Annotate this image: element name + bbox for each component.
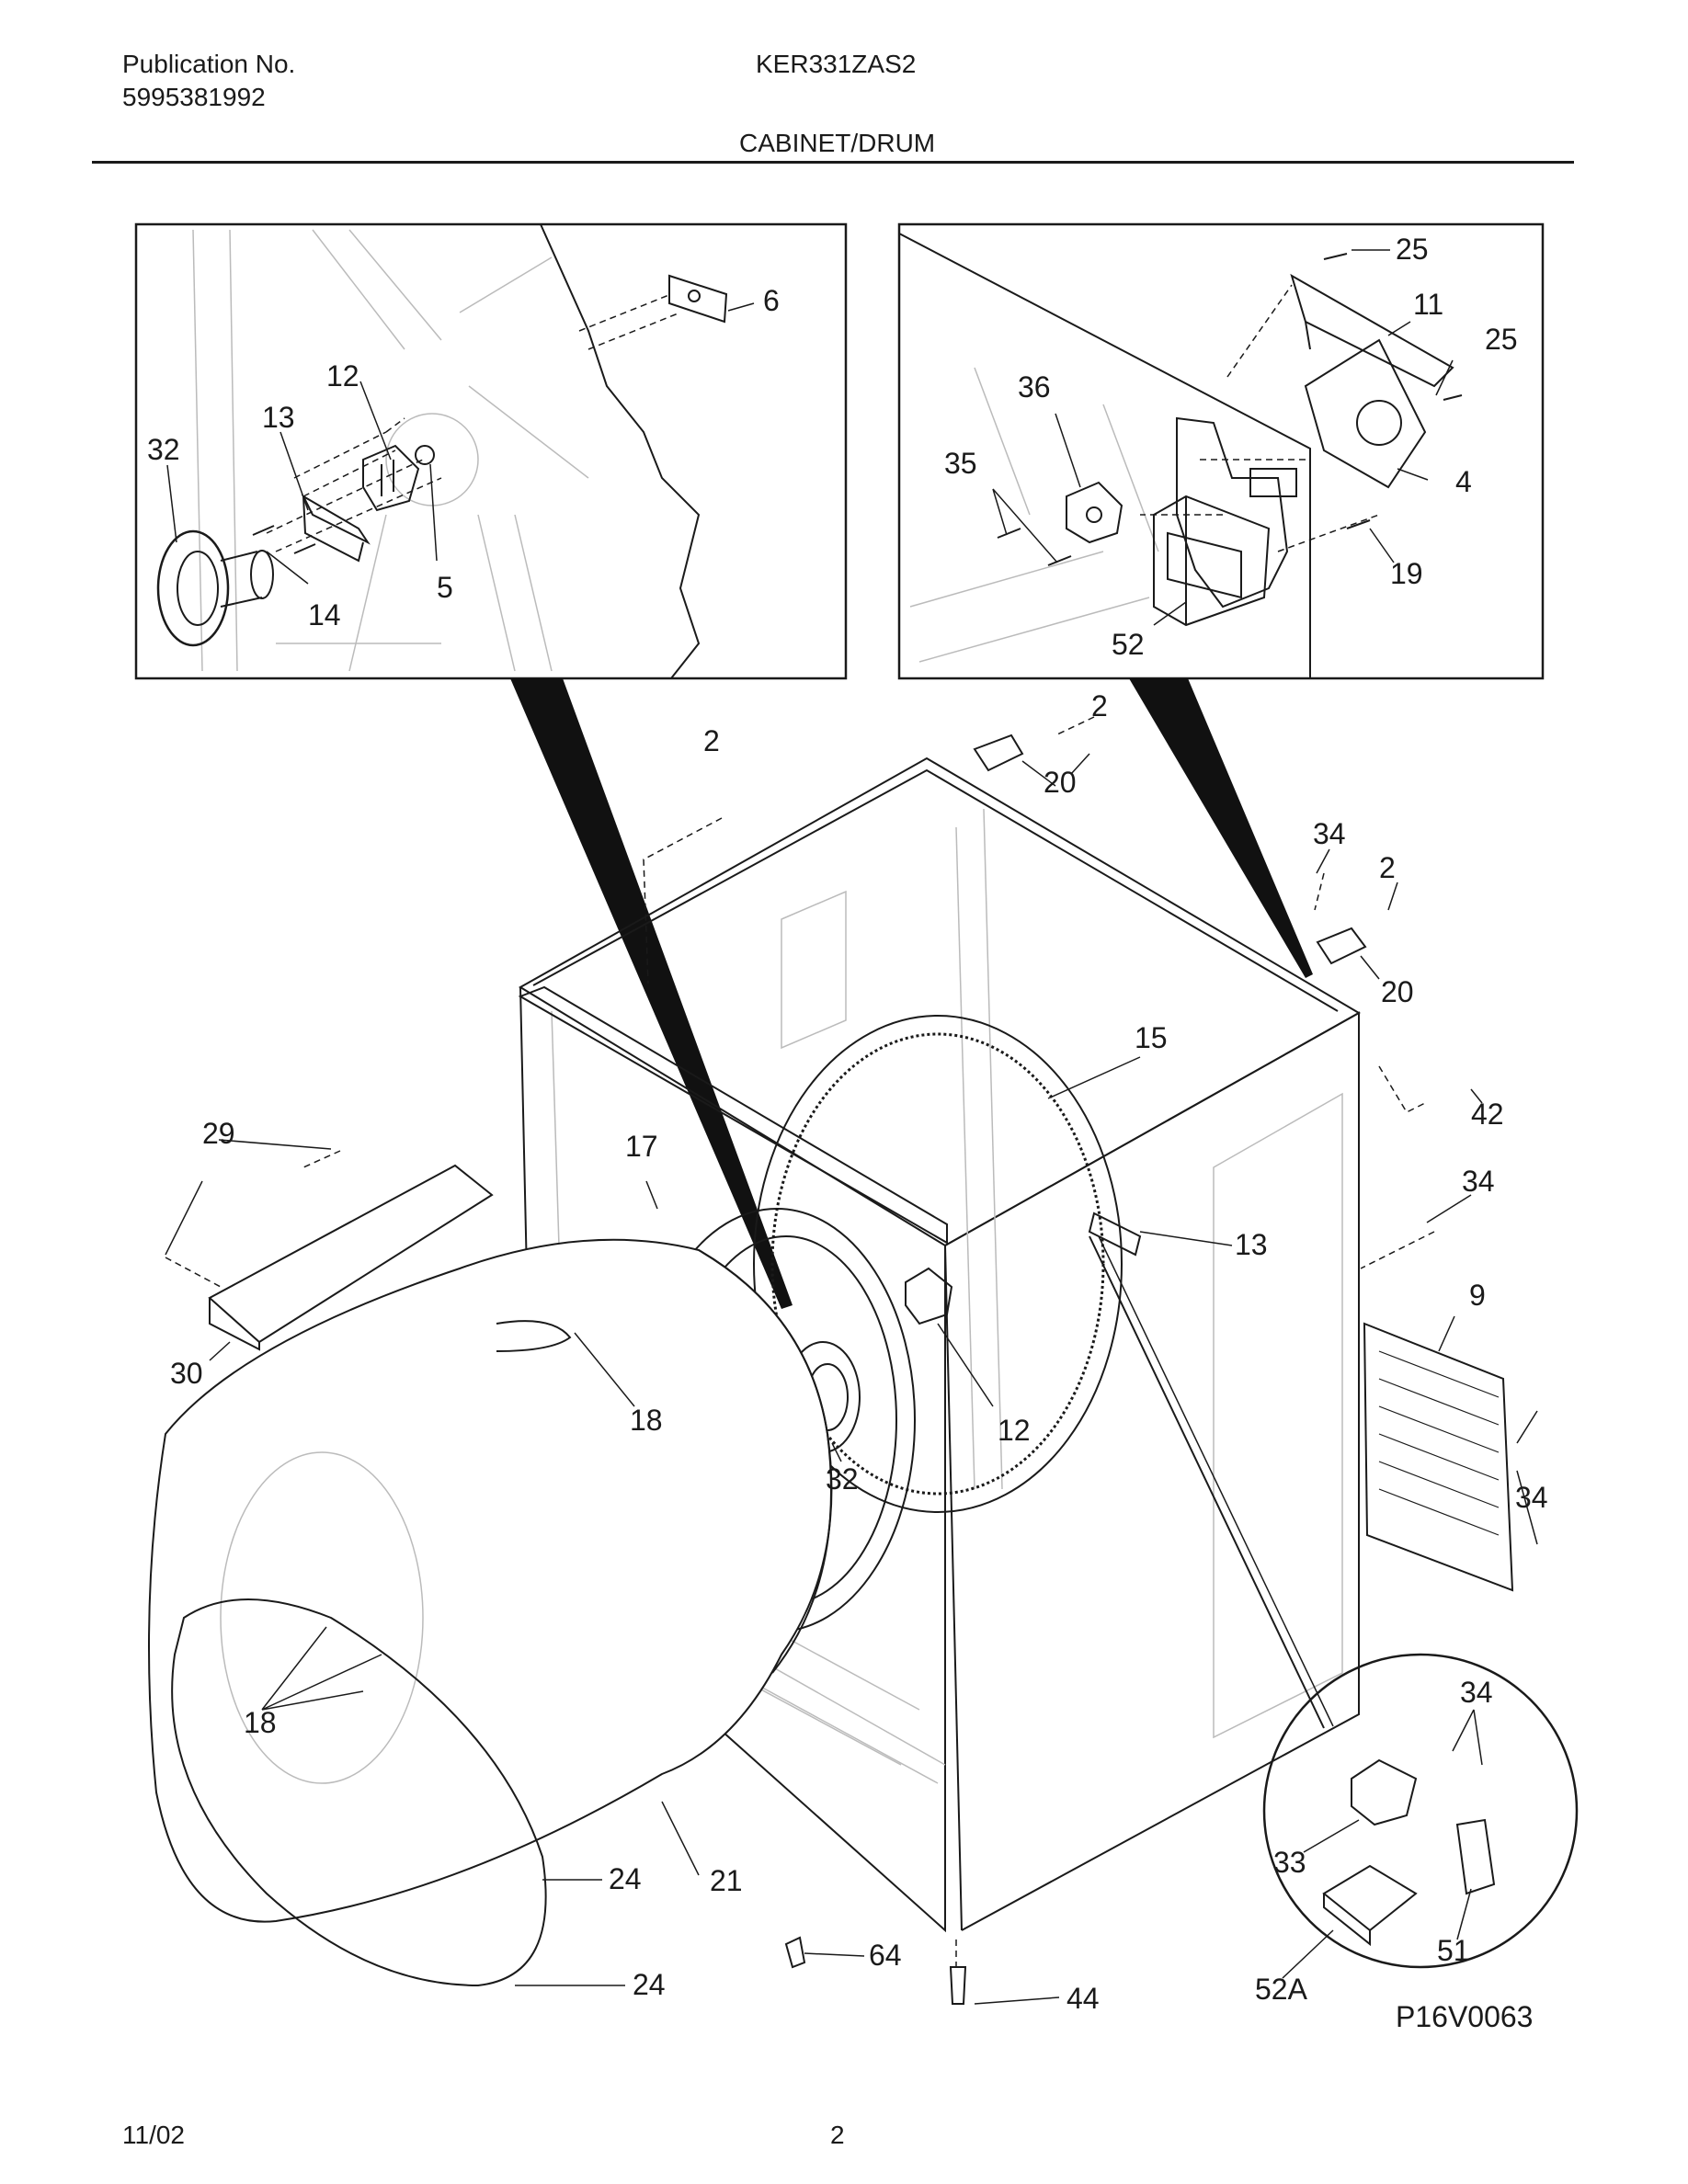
callout-12: 12 [326,359,359,392]
callout-25b: 25 [1485,323,1518,356]
cabinet-assembly [148,716,1579,2005]
callout-21: 21 [710,1864,743,1897]
callout-19: 19 [1390,557,1423,590]
callout-4: 4 [1455,465,1472,498]
model-number: KER331ZAS2 [756,50,917,78]
callout-34d: 34 [1460,1676,1493,1709]
callout-51: 51 [1437,1934,1470,1967]
callout-24b: 24 [633,1968,666,2001]
callout-52A: 52A [1255,1973,1308,2006]
callout-15: 15 [1135,1021,1168,1054]
callout-20b: 20 [1381,975,1414,1008]
footer-date: 11/02 [122,2121,185,2149]
magnifier-wedge-left [510,678,793,1309]
callout-18: 18 [630,1404,663,1437]
callout-20: 20 [1044,766,1077,799]
callout-34b: 34 [1462,1165,1495,1198]
callout-64: 64 [869,1939,902,1972]
callout-11: 11 [1413,288,1443,321]
figure-code: P16V0063 [1396,2000,1533,2033]
header-rule [92,161,1574,164]
callout-42: 42 [1471,1098,1504,1131]
callout-24: 24 [609,1862,642,1895]
inset-thermostat-bracket [897,222,1545,680]
callout-6: 6 [763,284,780,317]
callout-32: 32 [147,433,180,466]
callout-34c: 34 [1515,1481,1548,1514]
section-title: CABINET/DRUM [739,129,936,157]
publication-label: Publication No. [122,50,296,78]
callout-leaders [165,249,1538,2005]
callout-labels: 6 12 13 32 14 5 25 11 25 36 35 4 19 52 2… [147,233,1548,2033]
callout-30: 30 [170,1357,203,1390]
callout-52: 52 [1112,628,1145,661]
publication-number: 5995381992 [122,83,266,111]
callout-2c: 2 [1379,851,1396,884]
callout-35: 35 [944,447,977,480]
callout-13b: 13 [1235,1228,1268,1261]
callout-9: 9 [1469,1279,1486,1312]
callout-18b: 18 [244,1706,277,1739]
callout-14: 14 [308,598,341,631]
callout-33: 33 [1273,1846,1306,1879]
magnifier-wedge-right [1129,678,1313,978]
inset-drum-bearing [134,222,848,680]
callout-13: 13 [262,401,295,434]
callout-44: 44 [1066,1982,1100,2015]
callout-34: 34 [1313,817,1346,850]
callout-2b: 2 [703,724,720,757]
callout-36: 36 [1018,370,1051,404]
callout-2: 2 [1091,689,1108,722]
page-number: 2 [830,2121,845,2149]
callout-25: 25 [1396,233,1429,266]
callout-29: 29 [202,1117,235,1150]
callout-32b: 32 [826,1462,859,1496]
callout-17: 17 [625,1130,658,1163]
callout-5: 5 [437,571,453,604]
callout-12b: 12 [998,1414,1031,1447]
